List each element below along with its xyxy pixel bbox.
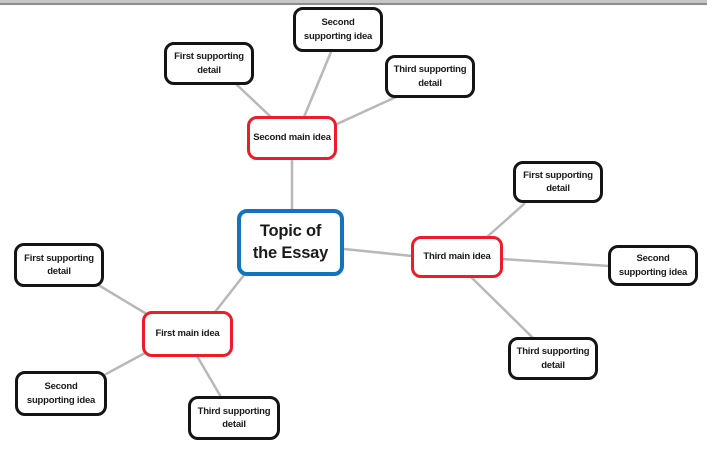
- node-label: First supporting detail: [24, 252, 94, 277]
- connector-third-main-to-second-idea: [500, 257, 611, 268]
- node-second-main-first-supporting-detail[interactable]: First supporting detail: [164, 42, 254, 85]
- node-label: Third supporting detail: [197, 405, 271, 430]
- connector-first-main-to-third-detail: [195, 354, 223, 399]
- connector-second-main-to-first-detail: [234, 82, 274, 120]
- node-first-main-first-supporting-detail[interactable]: First supporting detail: [14, 243, 104, 287]
- connector-third-main-to-first-detail: [485, 202, 526, 239]
- node-first-main-idea-label: First main idea: [155, 327, 220, 339]
- node-topic-label: Topic of the Essay: [252, 222, 329, 262]
- connector-first-main-to-first-detail: [98, 284, 147, 315]
- node-label: Second supporting idea: [618, 253, 688, 278]
- node-second-main-second-supporting-idea[interactable]: Second supporting idea: [293, 7, 383, 52]
- node-third-main-first-supporting-detail[interactable]: First supporting detail: [513, 161, 603, 203]
- connector-second-main-to-third-detail: [335, 95, 398, 126]
- node-first-main-idea[interactable]: First main idea: [142, 311, 233, 357]
- node-second-main-third-supporting-detail[interactable]: Third supporting detail: [385, 55, 475, 98]
- node-third-main-second-supporting-idea[interactable]: Second supporting idea: [608, 245, 698, 286]
- node-second-main-idea[interactable]: Second main idea: [247, 116, 337, 160]
- node-first-main-third-supporting-detail[interactable]: Third supporting detail: [188, 396, 280, 440]
- node-label: Third supporting detail: [516, 346, 590, 371]
- node-label: First supporting detail: [174, 51, 244, 76]
- node-third-main-idea[interactable]: Third main idea: [411, 236, 503, 278]
- node-second-main-idea-label: Second main idea: [253, 131, 331, 143]
- node-third-main-third-supporting-detail[interactable]: Third supporting detail: [508, 337, 598, 380]
- connector-first-main-to-second-idea: [104, 351, 147, 376]
- node-label: Second supporting idea: [303, 17, 373, 42]
- node-first-main-second-supporting-idea[interactable]: Second supporting idea: [15, 371, 107, 416]
- node-topic[interactable]: Topic of the Essay: [237, 209, 344, 276]
- node-label: Third supporting detail: [393, 64, 467, 89]
- connector-topic-to-third-main: [342, 247, 414, 258]
- window-top-edge-dark: [0, 3, 707, 5]
- node-label: Second supporting idea: [26, 381, 96, 406]
- connector-second-main-to-second-idea: [302, 50, 333, 119]
- connector-topic-to-first-main: [213, 273, 246, 314]
- node-third-main-idea-label: Third main idea: [423, 250, 491, 262]
- node-label: First supporting detail: [523, 169, 593, 194]
- connector-third-main-to-third-detail: [469, 275, 535, 340]
- window-top-edge-light: [0, 0, 707, 3]
